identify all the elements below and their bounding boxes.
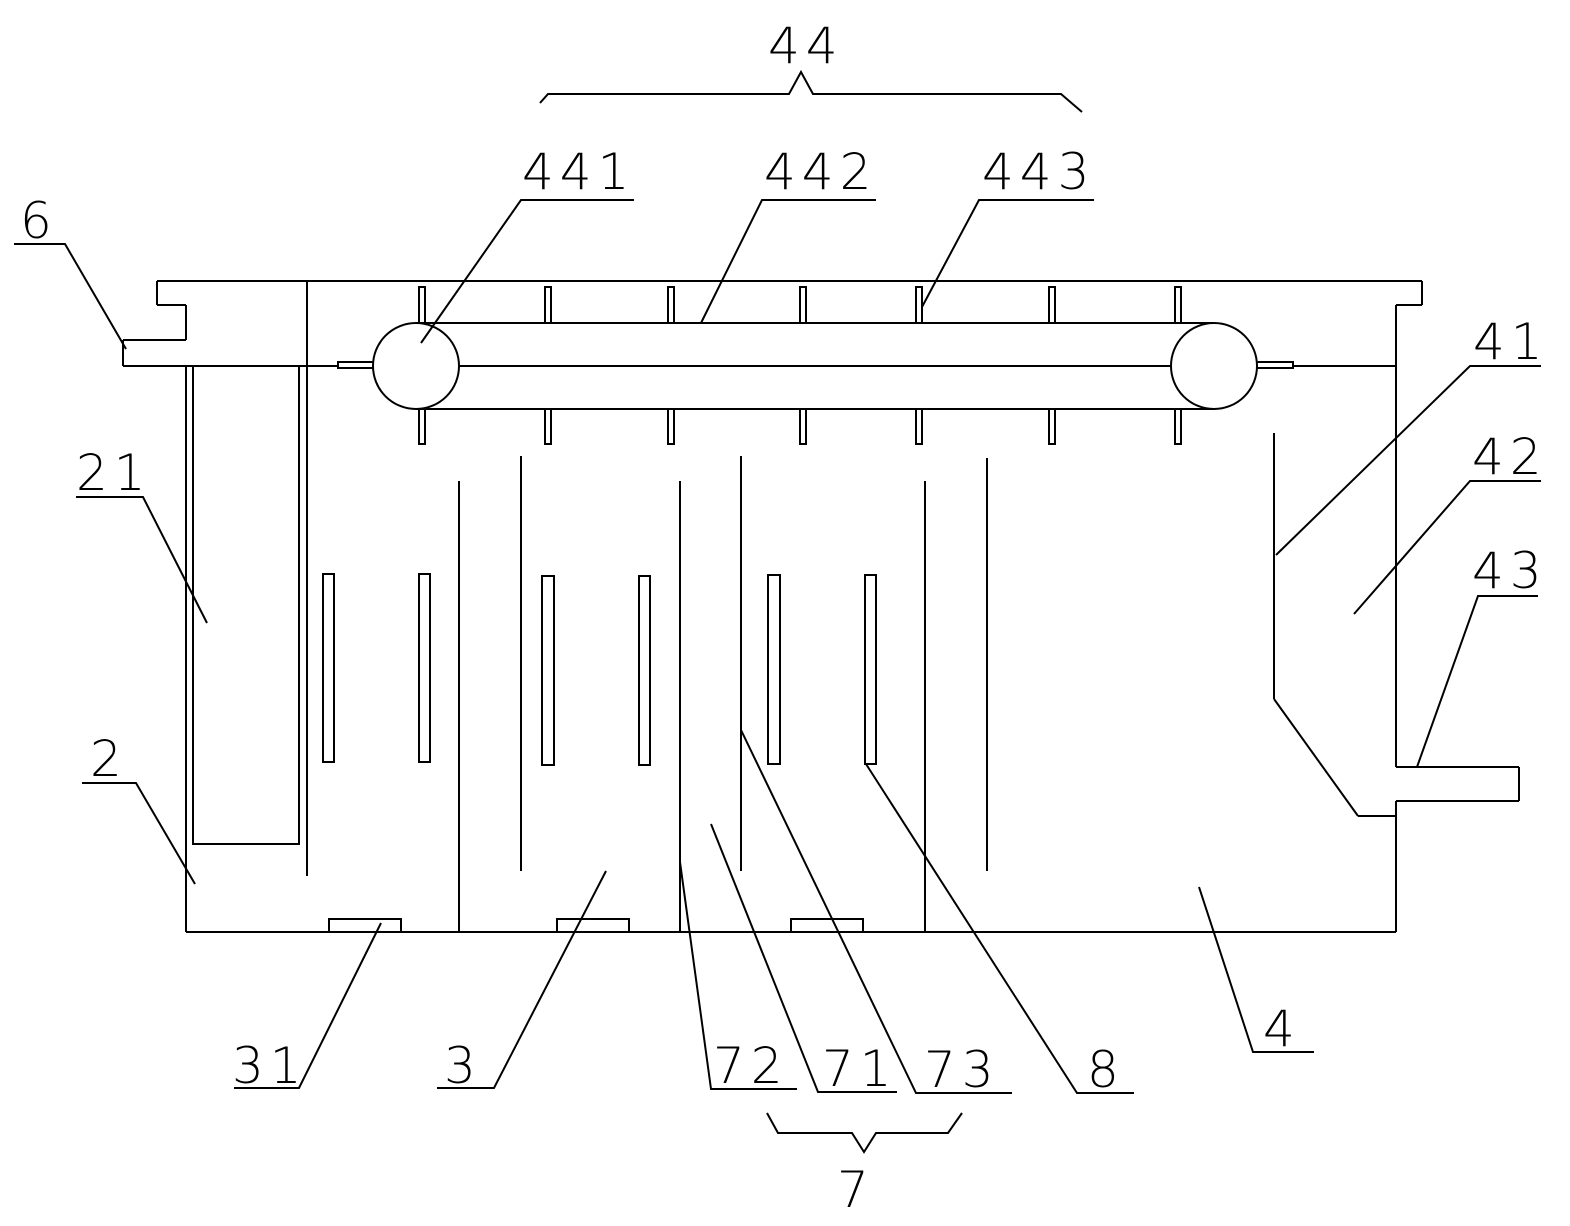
box-21 xyxy=(192,365,300,845)
labels: 44 441 442 443 6 41 42 43 21 2 31 3 72 7… xyxy=(20,17,1549,1219)
baffles xyxy=(458,456,988,932)
label-41: 41 xyxy=(1473,313,1549,371)
label-31: 31 xyxy=(232,1037,308,1095)
label-7: 7 xyxy=(837,1161,875,1219)
label-442: 442 xyxy=(764,143,877,201)
label-44: 44 xyxy=(768,17,844,75)
scraper-conveyor xyxy=(337,286,1294,445)
label-8: 8 xyxy=(1087,1041,1125,1099)
drive-wheel-right xyxy=(1170,322,1258,410)
label-21: 21 xyxy=(76,444,152,502)
label-3: 3 xyxy=(444,1037,482,1095)
outlet-pipe xyxy=(1396,766,1520,802)
label-73: 73 xyxy=(924,1041,1000,1099)
label-71: 71 xyxy=(822,1040,898,1098)
label-443: 443 xyxy=(982,143,1095,201)
brace-7 xyxy=(766,1112,963,1154)
label-441: 441 xyxy=(522,143,635,201)
leader-lines xyxy=(14,199,1541,1094)
label-4: 4 xyxy=(1263,1000,1301,1058)
label-72: 72 xyxy=(713,1037,789,1095)
label-42: 42 xyxy=(1472,428,1548,486)
outlet-baffle xyxy=(1273,433,1396,817)
left-compartment xyxy=(192,281,308,876)
label-43: 43 xyxy=(1472,542,1548,600)
label-2: 2 xyxy=(90,730,128,788)
label-6: 6 xyxy=(20,192,58,250)
brace-44 xyxy=(539,69,1083,113)
bottom-plates xyxy=(328,918,864,933)
drive-wheel-left xyxy=(372,322,460,410)
vertical-plates xyxy=(322,573,877,766)
